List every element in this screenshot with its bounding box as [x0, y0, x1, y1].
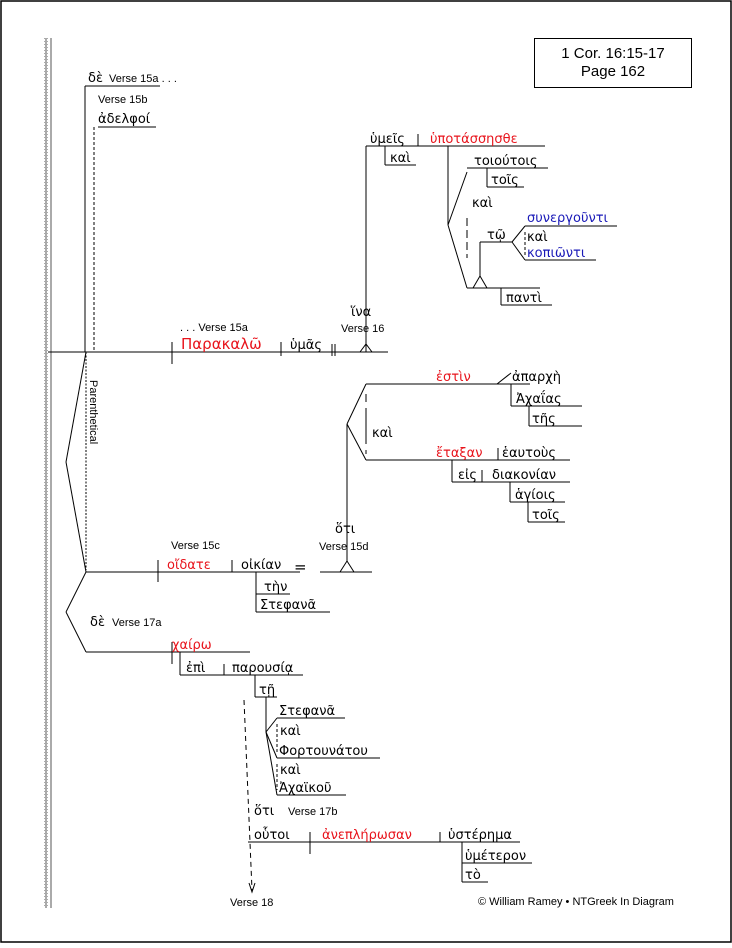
toioutois: τοιούτοις — [474, 154, 537, 169]
hupotassesthe-verb: ὑποτάσσησθε — [430, 132, 518, 147]
parakalw-verb: Παρακαλῶ — [181, 335, 262, 353]
margin-chain — [44, 38, 52, 908]
humeis: ὑμεῖς — [370, 132, 405, 147]
hina: ἵνα — [350, 305, 371, 320]
tois-a: τοῖς — [491, 173, 519, 188]
de-2: δὲ — [90, 615, 105, 630]
to: τὸ — [465, 868, 481, 883]
hoti-2: ὅτι — [254, 804, 274, 819]
stefana-1: Στεφανᾶ — [260, 598, 316, 613]
verse-18-label: Verse 18 — [230, 897, 273, 909]
eis: εἰς — [458, 468, 477, 483]
equals-sign: = — [294, 558, 307, 576]
oikian: οἰκίαν — [241, 558, 281, 573]
tw: τῷ — [487, 228, 506, 243]
kai-c: καὶ — [527, 230, 548, 245]
stefana-2: Στεφανᾶ — [279, 704, 335, 719]
fortounatou: Φορτουνάτου — [279, 744, 368, 759]
verse-17b-label: Verse 17b — [288, 806, 338, 818]
epi: ἐπὶ — [186, 661, 205, 676]
axaikou: Ἀχαϊκοῦ — [279, 781, 332, 796]
aneplhrwsan-verb: ἀνεπλήρωσαν — [322, 828, 412, 843]
etaxan-verb: ἔταξαν — [436, 446, 483, 461]
parenthetical-label: Parenthetical — [87, 380, 99, 444]
oidate-verb: οἴδατε — [167, 558, 211, 573]
hoti-1: ὅτι — [335, 522, 355, 537]
diakonian: διακονίαν — [492, 468, 556, 483]
verse-15d-label: Verse 15d — [319, 541, 369, 553]
axaias: Ἀχαΐας — [516, 391, 562, 407]
verse-15b-label: Verse 15b — [98, 94, 148, 106]
reference-page: Page 162 — [580, 63, 646, 80]
humas: ὑμᾶς — [290, 338, 322, 353]
panti: παντὶ — [506, 291, 542, 306]
parousia: παρουσίᾳ — [232, 661, 293, 676]
xairw-verb: χαίρω — [172, 638, 212, 653]
verse-15c-label: Verse 15c — [171, 540, 220, 552]
adelphoi: ἀδελφοί — [98, 112, 151, 127]
verse-17a-label: Verse 17a — [112, 617, 162, 629]
copyright-footer: © William Ramey • NTGreek In Diagram — [478, 896, 674, 908]
verse-15a-label: Verse 15a . . . — [109, 73, 177, 85]
kai-a: καὶ — [390, 151, 411, 166]
kai-f: καὶ — [280, 763, 301, 778]
thn: τὴν — [264, 580, 287, 595]
heautous: ἑαυτοὺς — [502, 446, 556, 461]
kai-b: καὶ — [472, 196, 493, 211]
verse-15a-label-2: . . . Verse 15a — [180, 322, 249, 334]
aparxh: ἀπαρχὴ — [512, 370, 561, 385]
reference-box: 1 Cor. 16:15-17 Page 162 — [534, 38, 692, 88]
kopiwnti-participle: κοπιῶντι — [527, 246, 585, 261]
verse-16-label: Verse 16 — [341, 323, 384, 335]
husterhma: ὑστέρημα — [448, 828, 512, 843]
humeteron: ὑμέτερον — [465, 849, 526, 864]
reference-title: 1 Cor. 16:15-17 — [561, 45, 665, 62]
kai-e: καὶ — [280, 724, 301, 739]
de-1: δὲ — [88, 71, 103, 86]
sunergounti-participle: συνεργοῦντι — [527, 211, 608, 226]
houtoi: οὗτοι — [254, 827, 290, 843]
ths: τῆς — [532, 412, 556, 427]
hagiois: ἁγίοις — [515, 488, 556, 503]
estin-verb: ἐστὶν — [436, 370, 471, 385]
th: τῇ — [259, 683, 275, 698]
kai-d: καὶ — [372, 426, 393, 441]
tois-b: τοῖς — [532, 508, 560, 523]
